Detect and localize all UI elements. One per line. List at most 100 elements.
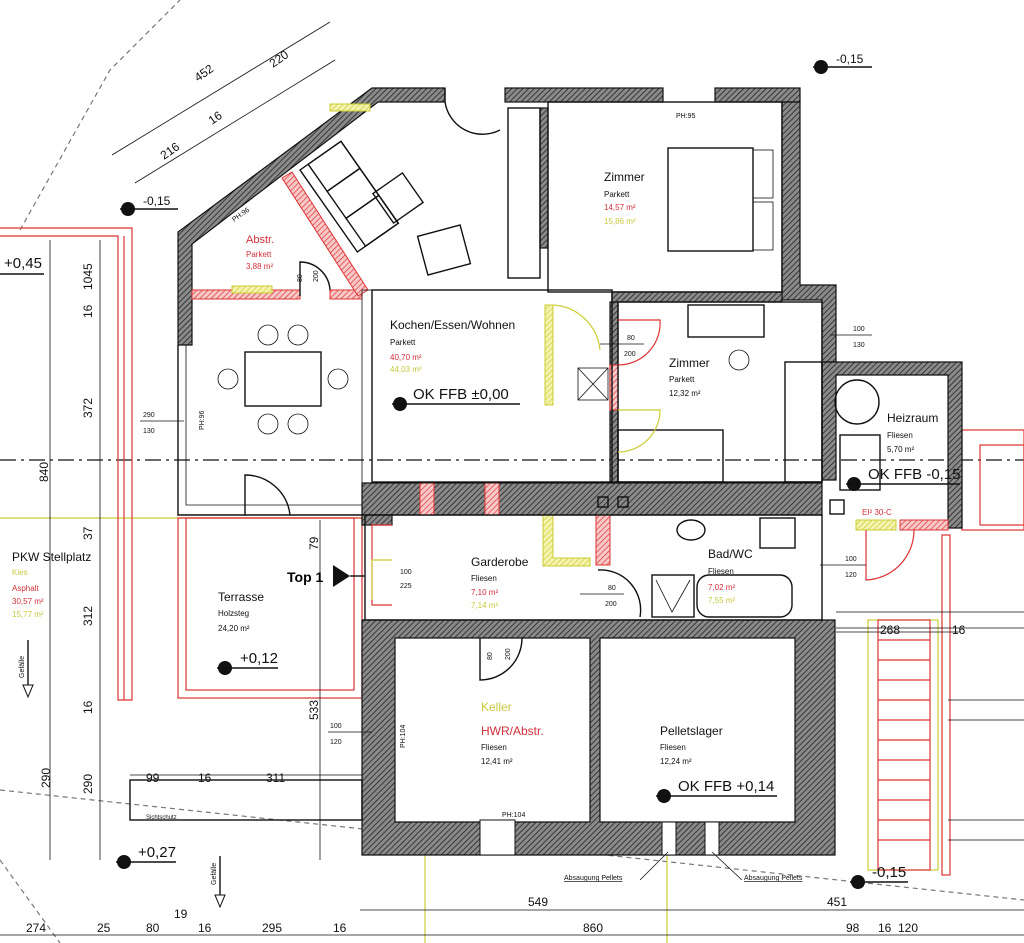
dimensions-h-311-label: 311: [266, 771, 285, 785]
chairs: [217, 324, 750, 435]
room-area: 12,24 m²: [660, 757, 692, 766]
dimensions-v-312-label: 312: [81, 606, 95, 626]
sofa: [299, 140, 400, 253]
room-area-alt: 7,14 m²: [471, 601, 498, 610]
room-area: 30,57 m²: [12, 597, 44, 606]
openings-door-bad-1-label: 200: [605, 601, 617, 608]
dimensions-b-19-label: 19: [174, 907, 188, 921]
dimensions-b-451-label: 451: [827, 895, 847, 909]
entrance-marker: Top 1: [287, 565, 365, 587]
dimensions-v-16b-label: 16: [81, 700, 95, 714]
room-zimmer-1: Zimmer Parkett 14,57 m² 15,86 m²: [604, 170, 645, 226]
room-floor: Fliesen: [660, 743, 686, 752]
room-name: Kochen/Essen/Wohnen: [390, 318, 515, 332]
level-marker: OK FFB +0,14: [656, 778, 777, 803]
dimensions-v-533-label: 533: [307, 700, 321, 720]
openings-door-keller-1-label: 200: [505, 648, 512, 660]
levels-ffb-pellets-label: OK FFB +0,14: [678, 778, 774, 795]
room-name: Keller: [481, 700, 512, 714]
level-marker: -0,15: [813, 52, 872, 74]
room-area: 7,02 m²: [708, 583, 735, 592]
room-bad-wc: Bad/WC Fliesen 7,02 m² 7,55 m²: [708, 547, 753, 605]
dimensions-b-16c-label: 16: [878, 921, 892, 935]
room-floor: Fliesen: [481, 743, 507, 752]
annotations-ph95-label: PH:95: [676, 113, 696, 120]
room-pelletslager: Pelletslager Fliesen 12,24 m²: [660, 724, 723, 766]
openings-door-entry-1-label: 225: [400, 583, 412, 590]
level-marker: -0,15: [120, 194, 178, 216]
room-area: 14,57 m²: [604, 203, 636, 212]
level-marker: OK FFB -0,15: [846, 466, 961, 491]
annotations-gefaelle1-label: Gefälle: [19, 656, 26, 678]
dimension-lines: [0, 21, 1024, 936]
dimensions-diag-220-label: 220: [267, 47, 292, 70]
dimensions-b-16a-label: 16: [198, 921, 212, 935]
room-floor: Holzsteg: [218, 609, 249, 618]
openings-door-keller-0-label: 80: [487, 652, 494, 660]
level-marker: +0,27: [116, 844, 176, 869]
openings-win-100-120-keller-0-label: 100: [330, 723, 342, 730]
room-heizraum: Heizraum Fliesen 5,70 m²: [887, 411, 938, 454]
annotations-gefaelle2-label: Gefälle: [211, 863, 218, 885]
furniture: [217, 140, 881, 618]
room-floor: Kies: [12, 568, 28, 577]
annotations-ph104a-label: PH:104: [400, 725, 407, 748]
entrance-label: Top 1: [287, 569, 324, 585]
levels-terrasse-label: +0,12: [240, 650, 278, 667]
room-area: 12,32 m²: [669, 389, 701, 398]
room-name: Zimmer: [669, 356, 710, 370]
level-marker: OK FFB ±0,00: [392, 386, 520, 411]
room-area-alt: 15,86 m²: [604, 217, 636, 226]
room-kochen-essen-wohnen: Kochen/Essen/Wohnen Parkett 40,70 m² 44,…: [390, 318, 515, 374]
annotations-sichtschutz-label: Sichtschutz: [146, 815, 177, 821]
levels-ffb-heizraum-label: OK FFB -0,15: [868, 466, 961, 483]
dimensions-v-16a-label: 16: [81, 304, 95, 318]
dimensions-diag-452-label: 452: [192, 61, 217, 84]
dimensions-r-16-label: 16: [952, 623, 966, 637]
annotations: PH:95 PH:96 PH:96 PH:104 PH:104 Sichtsch…: [19, 113, 892, 909]
annotations-ph96b-label: PH:96: [199, 410, 206, 430]
openings-door-abstr-0-label: 80: [297, 274, 304, 282]
dimensions-h-99-label: 99: [146, 771, 160, 785]
room-area: 40,70 m²: [390, 353, 422, 362]
room-floor: Parkett: [604, 190, 630, 199]
dimensions-v-372-label: 372: [81, 398, 95, 418]
stairs: [836, 534, 1024, 876]
room-floor: Parkett: [390, 338, 416, 347]
openings-win-290-130-0-label: 290: [143, 412, 155, 419]
armchair: [416, 224, 472, 276]
room-terrasse: Terrasse Holzsteg 24,20 m²: [218, 590, 264, 633]
dimensions-v-290a-label: 290: [39, 768, 53, 788]
openings-win-100-120-keller-1-label: 120: [330, 739, 342, 746]
levels-bottom-left-label: +0,27: [138, 844, 176, 861]
bed: [667, 147, 754, 252]
room-area: 7,10 m²: [471, 588, 498, 597]
doors: [244, 88, 915, 681]
levels-pkw-label: +0,45: [4, 255, 42, 272]
openings-door-zimmer-1-label: 200: [624, 351, 636, 358]
room-name: Terrasse: [218, 590, 264, 604]
dimensions-b-98-label: 98: [846, 921, 860, 935]
annotations-ph104b-label: PH:104: [502, 812, 525, 819]
room-area: 3,88 m²: [246, 262, 273, 271]
openings-door-bad-0-label: 80: [608, 585, 616, 592]
level-marker: +0,45: [0, 255, 44, 275]
levels-top-left-label: -0,15: [143, 194, 171, 208]
armchair: [371, 171, 425, 225]
dimensions-b-25-label: 25: [97, 921, 111, 935]
room-area-alt: 15,77 m²: [12, 610, 44, 619]
room-floor: Parkett: [669, 375, 695, 384]
room-keller: Keller HWR/Abstr. Fliesen 12,41 m²: [481, 700, 544, 766]
room-name: Bad/WC: [708, 547, 753, 561]
room-name: Pelletslager: [660, 724, 723, 738]
room-garderobe: Garderobe Fliesen 7,10 m² 7,14 m²: [471, 555, 529, 610]
levels-bottom-right-label: -0,15: [872, 864, 906, 881]
annotations-absaugung2-label: Absaugung Pellets: [744, 875, 803, 882]
openings-win-100-130-1-label: 130: [853, 342, 865, 349]
room-area-alt: 7,55 m²: [708, 596, 735, 605]
dimensions-diag-16-label: 16: [206, 108, 225, 127]
new-walls: [191, 103, 949, 567]
openings-door-entry-0-label: 100: [400, 569, 412, 576]
